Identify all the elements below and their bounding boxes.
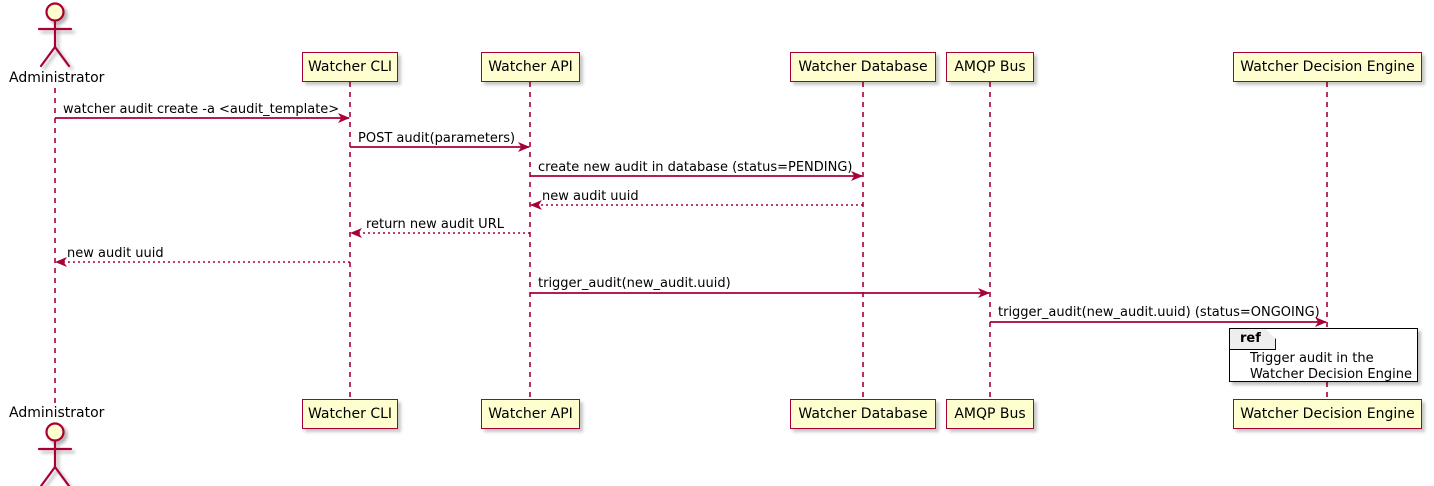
participant-api-bottom[interactable]: Watcher API [481,399,580,429]
ref-fragment-line-1: Watcher Decision Engine [1250,367,1412,382]
participant-db-bottom[interactable]: Watcher Database [790,399,936,429]
message-label-3: new audit uuid [542,189,639,204]
message-label-7: trigger_audit(new_audit.uuid) (status=ON… [998,305,1320,320]
message-label-2: create new audit in database (status=PEN… [538,160,853,175]
message-label-0: watcher audit create -a <audit_template> [63,102,340,117]
message-label-4: return new audit URL [366,217,504,232]
participant-cli-top[interactable]: Watcher CLI [302,52,398,82]
participant-db-top[interactable]: Watcher Database [790,52,936,82]
participant-amqp-bottom[interactable]: AMQP Bus [946,399,1034,429]
actor-label-admin-top: Administrator [9,70,105,86]
actor-label-admin-bottom: Administrator [9,405,105,421]
ref-fragment-line-0: Trigger audit in the [1250,351,1374,366]
actor-figures-group [37,2,73,486]
participant-amqp-top[interactable]: AMQP Bus [946,52,1034,82]
message-label-6: trigger_audit(new_audit.uuid) [538,276,731,291]
participant-cli-bottom[interactable]: Watcher CLI [302,399,398,429]
participant-api-top[interactable]: Watcher API [481,52,580,82]
participant-wde-bottom[interactable]: Watcher Decision Engine [1233,399,1422,429]
actor-figure-admin-bottom [37,422,73,486]
participant-wde-top[interactable]: Watcher Decision Engine [1233,52,1422,82]
message-label-5: new audit uuid [67,246,164,261]
ref-fragment-header-0: ref [1230,329,1276,350]
messages-group [55,113,1327,327]
message-label-1: POST audit(parameters) [358,131,516,146]
actor-figure-admin-top [37,2,73,68]
